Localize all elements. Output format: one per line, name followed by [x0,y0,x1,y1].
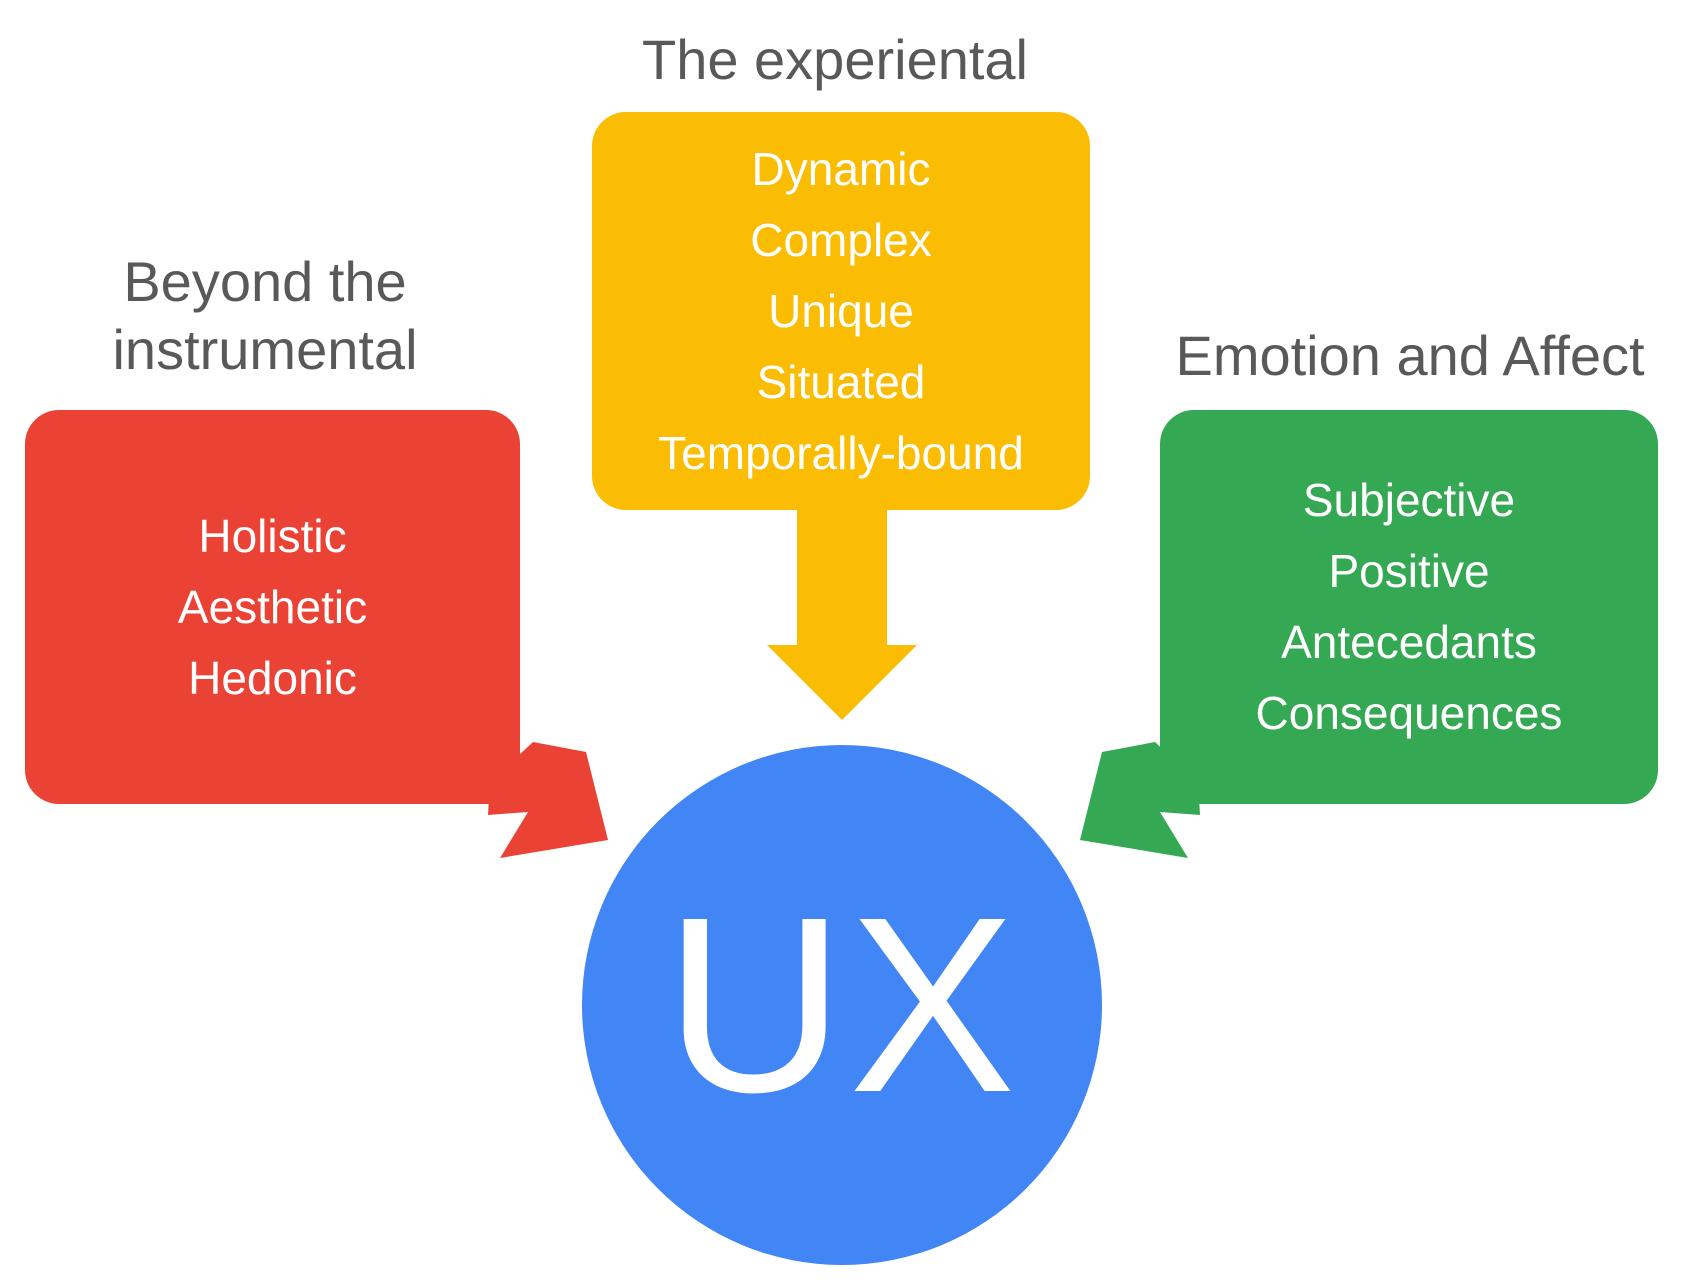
instrumental-box: Holistic Aesthetic Hedonic [25,410,520,804]
instrumental-item: Hedonic [188,651,357,704]
heading-emotion: Emotion and Affect [1150,322,1670,390]
experiential-item: Dynamic [751,142,931,195]
experiential-item: Complex [750,213,932,266]
heading-instrumental-line-2: instrumental [112,318,418,381]
ux-label: UX [664,865,1020,1144]
heading-instrumental-line-1: Beyond the [123,250,407,313]
emotion-box: Subjective Positive Antecedants Conseque… [1160,410,1658,804]
instrumental-item: Holistic [198,509,347,562]
heading-experiential-text: The experiental [641,28,1028,91]
experiential-item: Temporally-bound [658,426,1024,479]
ux-circle: UX [582,745,1102,1265]
emotion-item: Subjective [1302,474,1516,526]
heading-instrumental: Beyond the instrumental [60,248,470,384]
heading-experiential: The experiental [600,26,1070,94]
experiential-box: Dynamic Complex Unique Situated Temporal… [592,112,1090,510]
experiential-item: Unique [768,284,914,337]
experiential-item: Situated [756,355,926,408]
emotion-item: Antecedants [1281,616,1537,668]
emotion-item: Consequences [1255,687,1563,739]
instrumental-item: Aesthetic [177,580,368,633]
heading-emotion-text: Emotion and Affect [1175,324,1645,387]
down-arrow-yellow [767,508,917,720]
emotion-item: Positive [1328,545,1490,597]
